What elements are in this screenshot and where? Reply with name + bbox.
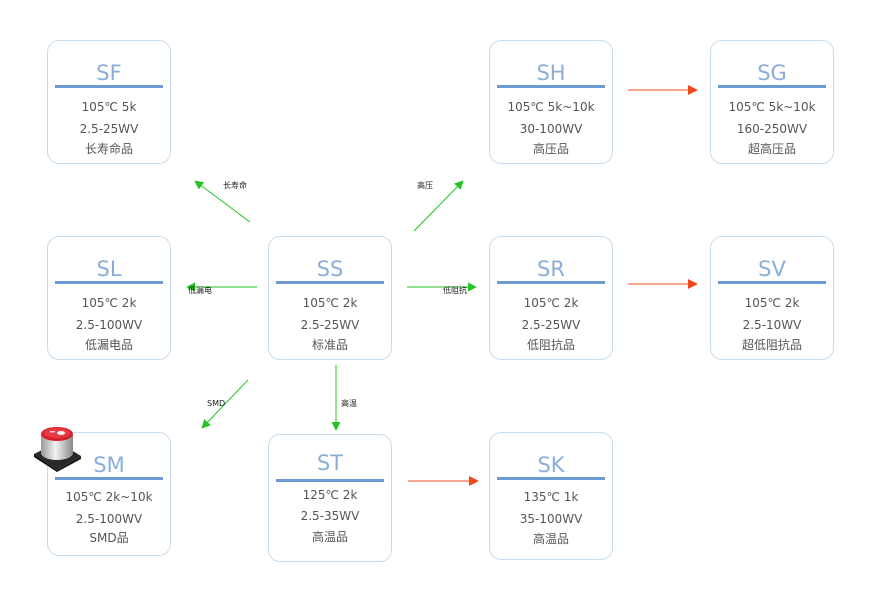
node-spec-type: 高压品 — [532, 142, 569, 156]
node-code: SR — [537, 257, 565, 281]
arrow-ss-to-sh — [413, 180, 464, 232]
node-code: SK — [537, 453, 565, 477]
node-spec-type: 高温品 — [311, 530, 348, 544]
node-spec-type: 低阻抗品 — [526, 338, 575, 352]
node-underline — [497, 281, 605, 284]
node-underline — [276, 479, 384, 482]
node-code: SV — [758, 257, 786, 281]
node-code: SL — [96, 257, 122, 281]
node-sm: SM 105℃ 2k~10k 2.5-100WV SMD品 — [47, 432, 171, 556]
node-sg: SG 105℃ 5k~10k 160-250WV 超高压品 — [710, 40, 834, 164]
node-underline — [718, 85, 826, 88]
node-spec-temp-life: 105℃ 5k~10k — [728, 100, 816, 114]
node-spec-type: 标准品 — [311, 338, 348, 352]
node-spec-voltage: 35-100WV — [519, 512, 583, 526]
node-underline — [55, 477, 163, 480]
node-spec-type: 长寿命品 — [84, 142, 133, 156]
node-sv: SV 105℃ 2k 2.5-10WV 超低阻抗品 — [710, 236, 834, 360]
node-spec-temp-life: 135℃ 1k — [523, 490, 579, 504]
edge-label-low-impedance: 低阻抗 — [443, 286, 467, 295]
node-spec-temp-life: 105℃ 2k — [523, 296, 579, 310]
node-spec-voltage: 2.5-25WV — [300, 318, 360, 332]
node-sr: SR 105℃ 2k 2.5-25WV 低阻抗品 — [489, 236, 613, 360]
node-spec-type: 超高压品 — [747, 142, 796, 156]
node-spec-temp-life: 105℃ 5k~10k — [507, 100, 595, 114]
node-underline — [55, 85, 163, 88]
node-sk: SK 135℃ 1k 35-100WV 高温品 — [489, 432, 613, 560]
node-spec-voltage: 2.5-25WV — [521, 318, 581, 332]
node-sh: SH 105℃ 5k~10k 30-100WV 高压品 — [489, 40, 613, 164]
node-code: SS — [316, 257, 344, 281]
arrow-ss-to-sm — [201, 379, 249, 429]
node-code: SM — [93, 453, 125, 477]
edge-label-high-temp: 高温 — [341, 399, 357, 408]
node-code: ST — [316, 451, 344, 475]
node-sf: SF 105℃ 5k 2.5-25WV 长寿命品 — [47, 40, 171, 164]
node-st: ST 125℃ 2k 2.5-35WV 高温品 — [268, 434, 392, 562]
node-spec-voltage: 2.5-100WV — [75, 318, 143, 332]
edge-label-high-voltage: 高压 — [417, 181, 433, 190]
node-code: SH — [536, 61, 566, 85]
edge-label-low-leakage: 低漏电 — [188, 286, 212, 295]
node-spec-voltage: 2.5-25WV — [79, 122, 139, 136]
node-spec-temp-life: 125℃ 2k — [302, 488, 358, 502]
node-spec-type: 高温品 — [532, 532, 569, 546]
node-spec-voltage: 2.5-35WV — [300, 509, 360, 523]
node-spec-type: 超低阻抗品 — [741, 338, 802, 352]
node-sl: SL 105℃ 2k 2.5-100WV 低漏电品 — [47, 236, 171, 360]
node-spec-voltage: 2.5-10WV — [742, 318, 802, 332]
edge-label-smd: SMD — [207, 399, 226, 408]
capacitor-icon — [34, 427, 81, 472]
node-spec-temp-life: 105℃ 2k~10k — [65, 490, 153, 504]
node-spec-voltage: 160-250WV — [736, 122, 808, 136]
node-spec-type: SMD品 — [89, 531, 129, 545]
node-underline — [718, 281, 826, 284]
node-spec-temp-life: 105℃ 2k — [81, 296, 137, 310]
node-code: SG — [757, 61, 787, 85]
node-spec-temp-life: 105℃ 2k — [744, 296, 800, 310]
node-code: SF — [96, 61, 122, 85]
node-underline — [497, 477, 605, 480]
node-spec-temp-life: 105℃ 5k — [81, 100, 137, 114]
node-spec-voltage: 2.5-100WV — [75, 512, 143, 526]
node-spec-type: 低漏电品 — [84, 338, 133, 352]
node-spec-voltage: 30-100WV — [519, 122, 583, 136]
node-underline — [497, 85, 605, 88]
arrow-ss-to-sf — [194, 180, 251, 223]
edge-label-long-life: 长寿命 — [223, 181, 247, 190]
node-underline — [55, 281, 163, 284]
node-spec-temp-life: 105℃ 2k — [302, 296, 358, 310]
node-underline — [276, 281, 384, 284]
node-ss: SS 105℃ 2k 2.5-25WV 标准品 — [268, 236, 392, 360]
